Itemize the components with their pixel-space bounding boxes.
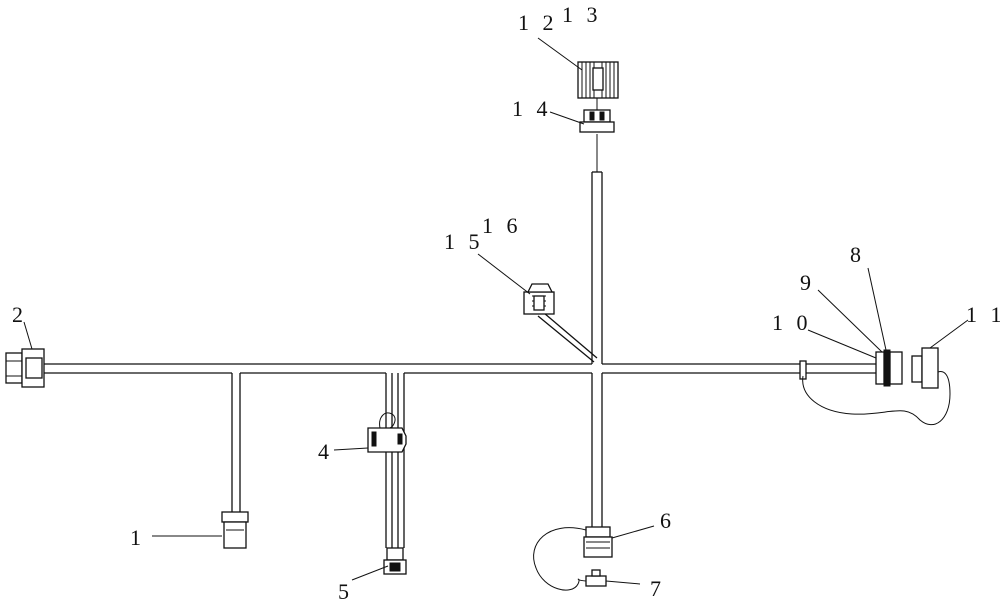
- label-2: 2: [12, 302, 27, 327]
- connector-2: [5, 348, 45, 388]
- label-15: 1 5: [444, 229, 484, 254]
- connector-12-13: [577, 61, 619, 99]
- connector-4: [367, 412, 407, 453]
- label-12: 1 2: [518, 10, 558, 35]
- connector-14: [579, 98, 615, 133]
- main-trunk: [44, 363, 880, 374]
- connector-5: [383, 547, 407, 575]
- label-10: 1 0: [772, 310, 812, 335]
- label-14: 1 4: [512, 96, 552, 121]
- connector-6: [583, 526, 613, 558]
- label-16: 1 6: [482, 213, 522, 238]
- label-11: 1 1: [966, 302, 1000, 327]
- connector-7: [585, 569, 607, 587]
- leader-lines: [23, 37, 969, 585]
- connector-11: [911, 347, 939, 389]
- branch-connector-5: [385, 373, 405, 548]
- label-13: 1 3: [562, 2, 602, 27]
- label-8: 8: [850, 242, 865, 267]
- label-6: 6: [660, 508, 675, 533]
- branch-connector-15: [537, 315, 595, 363]
- connector-15-16: [523, 283, 555, 315]
- connector-1: [221, 511, 249, 549]
- label-1: 1: [130, 525, 145, 550]
- branch-connector-1: [231, 373, 241, 512]
- vertical-trunk: [591, 134, 603, 527]
- label-7: 7: [650, 576, 665, 601]
- label-5: 5: [338, 579, 353, 604]
- loop-wire-6-7: [533, 527, 587, 591]
- label-9: 9: [800, 270, 815, 295]
- branch-connector-15-b: [543, 312, 598, 359]
- loop-wire-right: [802, 371, 951, 426]
- connector-8-9-10: [875, 349, 903, 387]
- label-4: 4: [318, 439, 333, 464]
